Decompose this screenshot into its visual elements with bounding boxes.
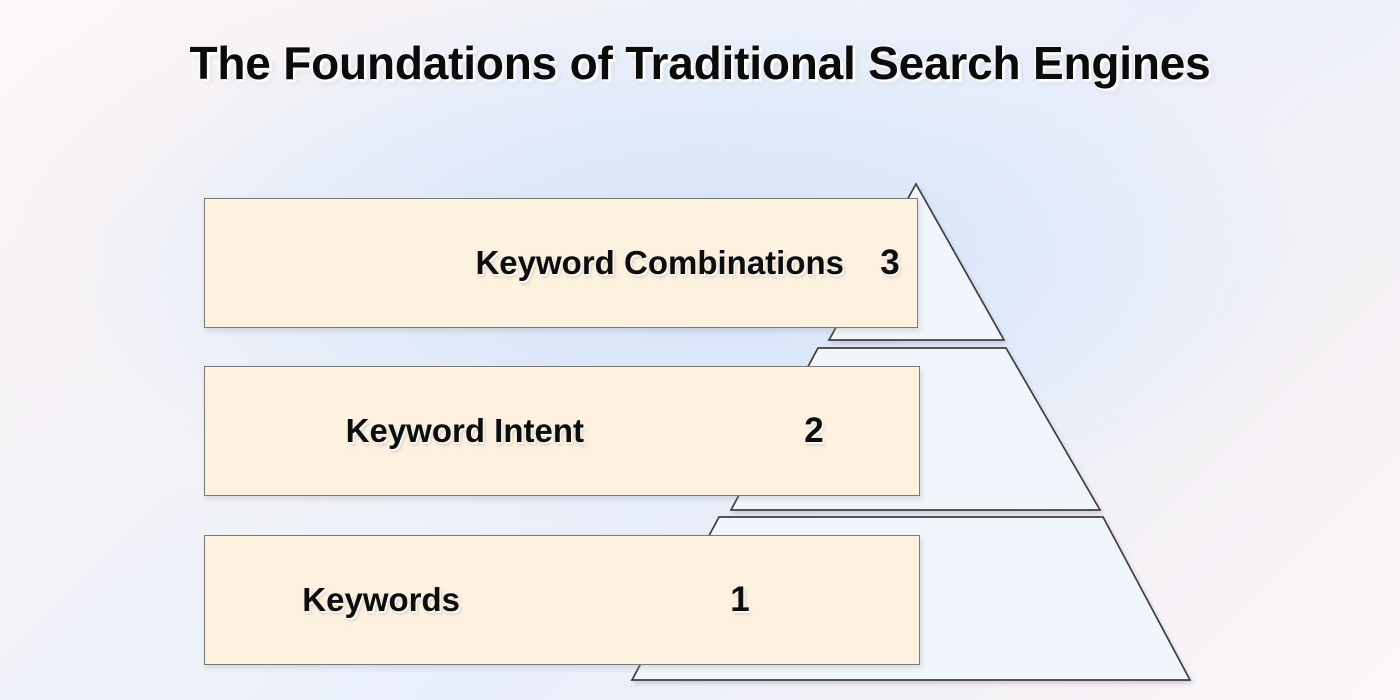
level-3-label: Keyword Combinations (475, 244, 844, 281)
level-1-number: 1 (730, 580, 750, 619)
level-1-label: Keywords (302, 581, 460, 618)
level-2-box[interactable] (204, 366, 920, 496)
level-2-label: Keyword Intent (345, 412, 584, 449)
level-3-number: 3 (880, 243, 900, 282)
level-2-number: 2 (804, 411, 824, 450)
level-1-box[interactable] (204, 535, 920, 665)
page-title: The Foundations of Traditional Search En… (189, 37, 1211, 89)
level-3-box[interactable] (204, 198, 918, 328)
